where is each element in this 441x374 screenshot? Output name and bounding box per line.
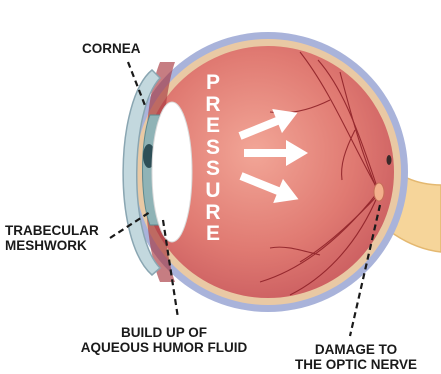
pressure-text: PRESSURE bbox=[200, 72, 226, 245]
label-buildup-line2: AQUEOUS HUMOR FLUID bbox=[74, 340, 254, 355]
optic-disc bbox=[374, 183, 384, 201]
lens bbox=[152, 102, 192, 242]
label-trabecular-meshwork: TRABECULAR MESHWORK bbox=[5, 223, 99, 253]
label-cornea-text: CORNEA bbox=[82, 41, 141, 56]
fovea bbox=[387, 155, 392, 165]
label-trabecular-line1: TRABECULAR bbox=[5, 223, 99, 238]
label-aqueous-buildup: BUILD UP OF AQUEOUS HUMOR FLUID bbox=[74, 325, 254, 355]
label-cornea: CORNEA bbox=[82, 41, 141, 56]
label-optic-nerve-damage: DAMAGE TO THE OPTIC NERVE bbox=[286, 342, 426, 372]
label-buildup-line1: BUILD UP OF bbox=[74, 325, 254, 340]
label-trabecular-line2: MESHWORK bbox=[5, 238, 99, 253]
label-damage-line1: DAMAGE TO bbox=[286, 342, 426, 357]
label-damage-line2: THE OPTIC NERVE bbox=[286, 357, 426, 372]
